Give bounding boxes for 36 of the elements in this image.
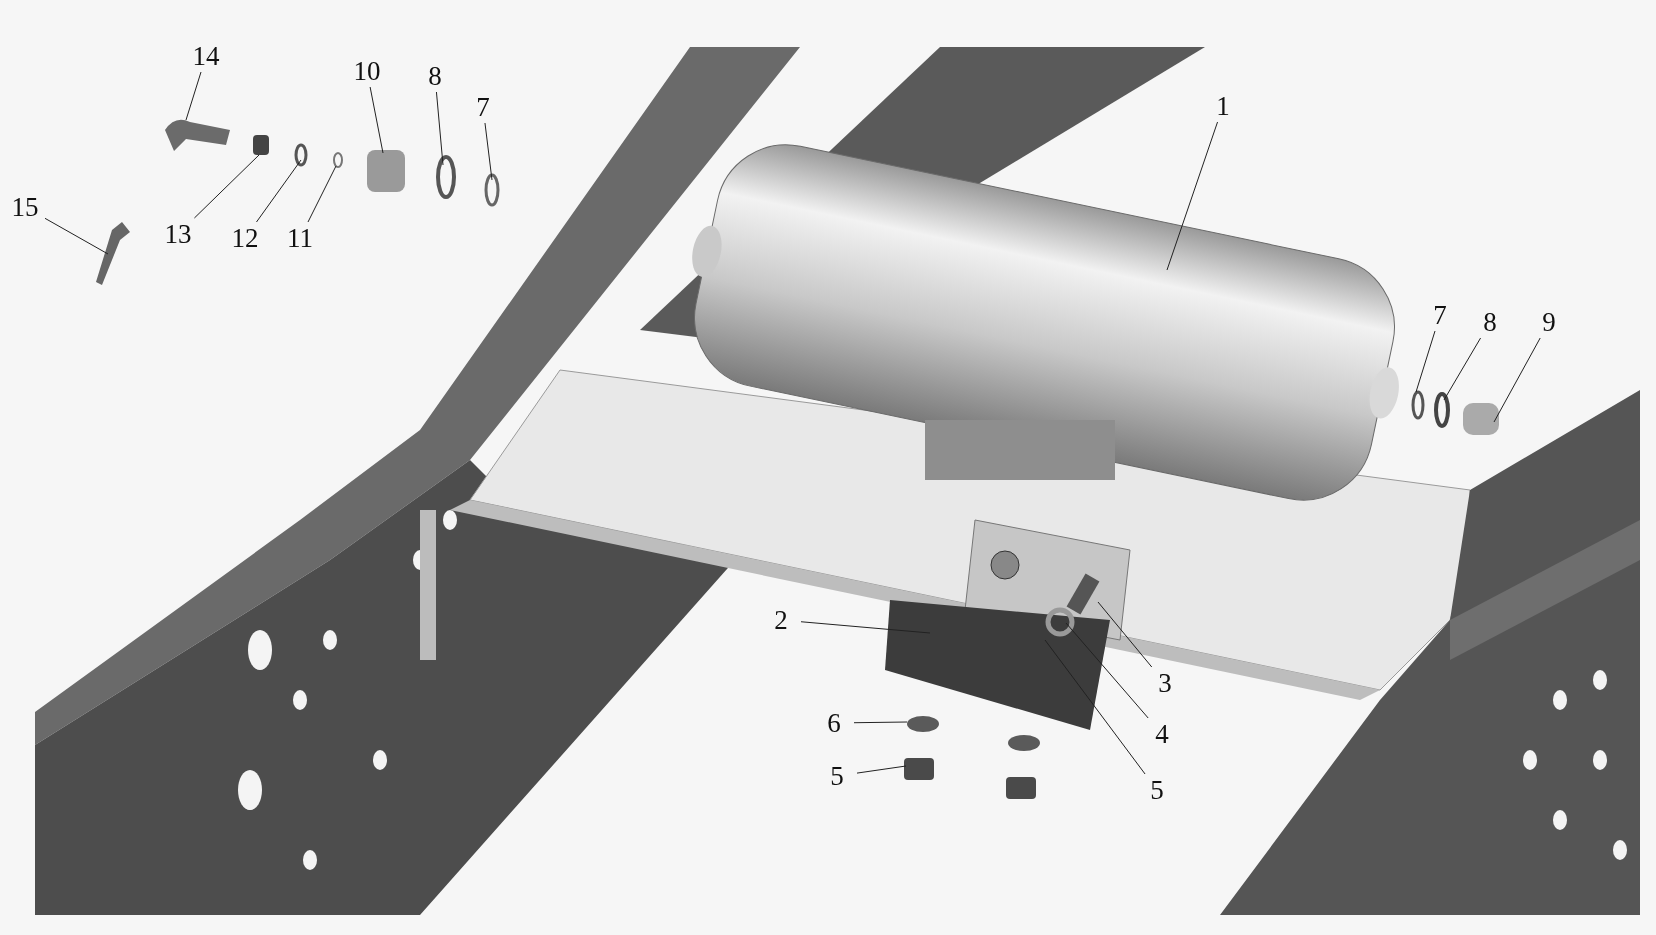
callout-number: 3 [1158, 669, 1172, 697]
callout-number: 13 [164, 220, 192, 248]
callout-number: 7 [476, 93, 490, 121]
callout-number: 1 [1216, 92, 1230, 120]
leader-line [435, 91, 444, 166]
leader-line [856, 765, 907, 774]
callout-number: 12 [231, 224, 259, 252]
leader-line [185, 71, 202, 121]
leader-line [1166, 121, 1219, 271]
callout-number: 5 [830, 762, 844, 790]
leader-line [307, 165, 337, 223]
leader-line [484, 122, 493, 181]
leader-line [1044, 639, 1146, 775]
leader-line [800, 621, 931, 634]
leader-line [193, 154, 260, 219]
callout-number: 8 [1483, 308, 1497, 336]
leader-line [44, 217, 109, 255]
leader-line [853, 721, 908, 724]
leader-line [1443, 337, 1482, 401]
callout-number: 11 [287, 224, 313, 252]
leader-line [1097, 601, 1153, 668]
callout-number: 8 [428, 62, 442, 90]
callout-number: 9 [1542, 308, 1556, 336]
leader-line [1415, 330, 1436, 393]
callout-number: 15 [11, 193, 39, 221]
leader-line [369, 86, 384, 154]
callout-number: 5 [1150, 776, 1164, 804]
callout-number: 10 [353, 57, 381, 85]
leader-line [256, 159, 302, 223]
leader-line [1493, 337, 1541, 423]
callout-number: 4 [1155, 720, 1169, 748]
leader-line [1065, 622, 1149, 719]
callout-number: 7 [1433, 301, 1447, 329]
callout-number: 14 [192, 42, 220, 70]
callout-number: 6 [827, 709, 841, 737]
callout-number: 2 [774, 606, 788, 634]
